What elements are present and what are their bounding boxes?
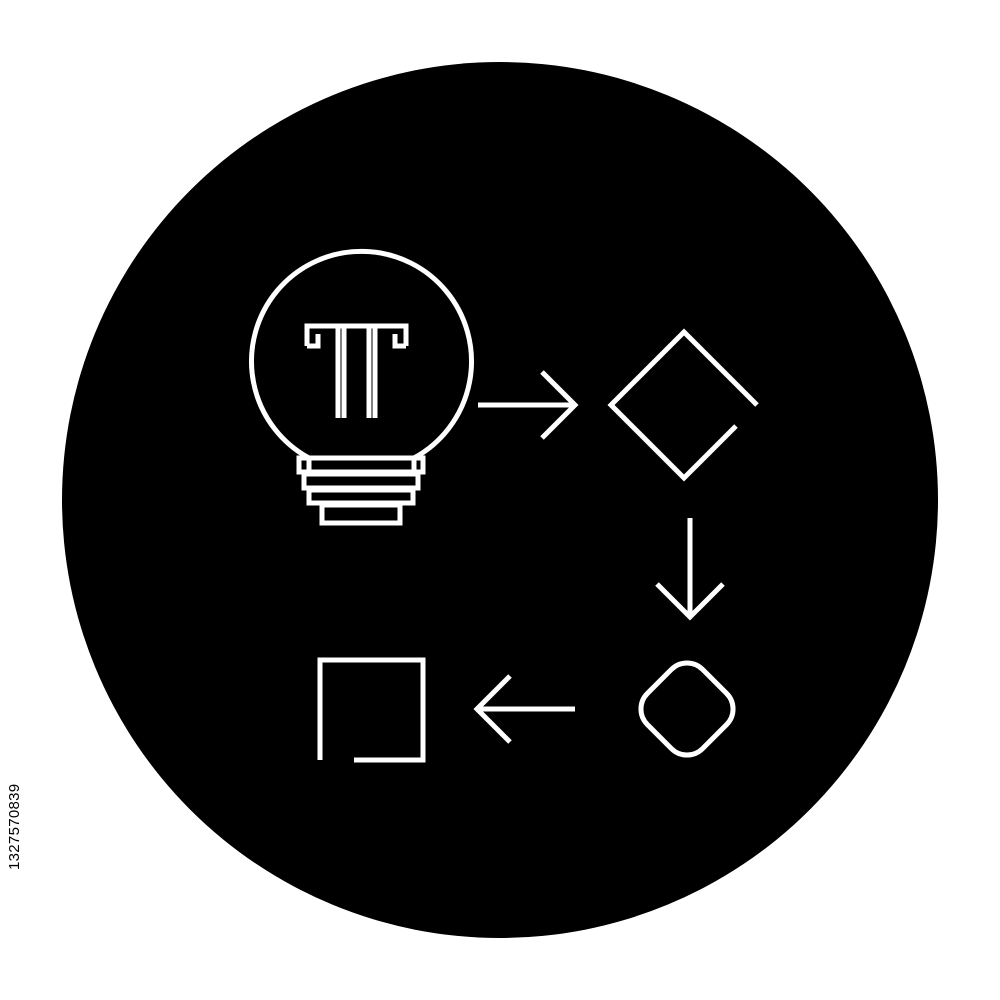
lightbulb-icon bbox=[249, 248, 474, 526]
square-icon bbox=[317, 657, 426, 763]
black-circle bbox=[62, 62, 938, 938]
arrow-down-icon bbox=[655, 518, 725, 621]
arrow-left-icon bbox=[473, 674, 575, 744]
arrow-right-icon bbox=[478, 370, 579, 440]
rounded-square-icon bbox=[638, 660, 736, 758]
stock-id-text: 1327570839 bbox=[6, 783, 23, 870]
diamond-icon bbox=[607, 328, 759, 482]
